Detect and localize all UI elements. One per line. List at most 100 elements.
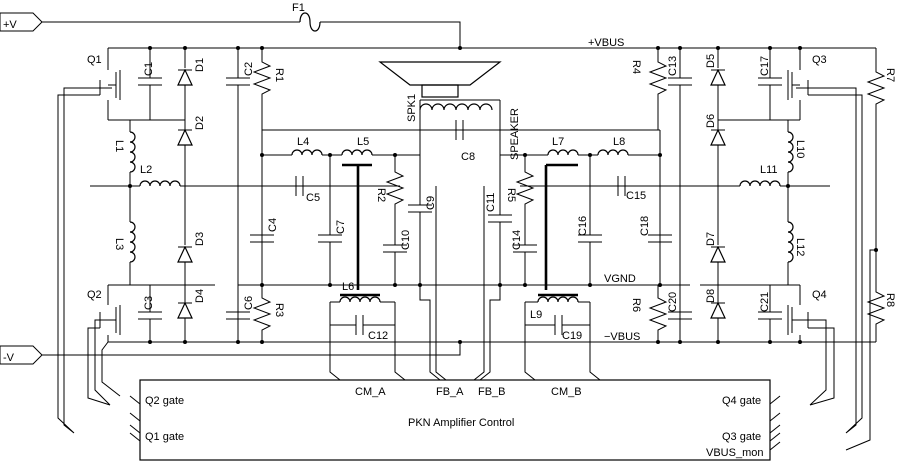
label-c17: C17 xyxy=(759,56,771,76)
pkn-amplifier-control: PKN Amplifier Control CM_A FB_A FB_B CM_… xyxy=(129,379,781,461)
label-l10: L10 xyxy=(794,140,806,158)
capacitor-c15: C15 xyxy=(617,176,646,202)
label-c18: C18 xyxy=(639,216,651,236)
label-c8: C8 xyxy=(461,151,475,163)
pos-bus-rail: +VBUS xyxy=(108,37,876,50)
resistor-r5: R5 xyxy=(505,155,535,220)
pin-q1-gate: Q1 gate xyxy=(145,431,184,443)
label-spk1: SPK1 xyxy=(406,94,418,122)
inductor-l6: L6 xyxy=(330,281,395,303)
neg-supply-port: -V xyxy=(0,345,43,365)
capacitor-c14: C14 xyxy=(511,220,537,285)
resistor-r8: R8 xyxy=(866,250,896,342)
label-d6: D6 xyxy=(705,114,717,128)
inductor-l4: L4 xyxy=(262,136,342,156)
pos-supply-label: +V xyxy=(3,19,17,31)
label-c10: C10 xyxy=(400,230,412,250)
label-q1: Q1 xyxy=(87,54,102,66)
pin-cm-b: CM_B xyxy=(551,386,582,398)
inductor-l3: L3 xyxy=(113,186,136,285)
capacitor-c8: C8 xyxy=(432,120,488,163)
cm-a-wires xyxy=(329,325,406,381)
pos-supply-port: +V xyxy=(0,12,43,32)
label-c2: C2 xyxy=(243,62,255,76)
label-r6: R6 xyxy=(630,298,642,312)
q2-gate-wires xyxy=(87,319,121,406)
label-c7: C7 xyxy=(335,220,347,234)
resistor-r6: R6 xyxy=(630,285,668,342)
label-l7: L7 xyxy=(552,136,564,148)
label-c5: C5 xyxy=(306,192,320,204)
label-r5: R5 xyxy=(505,188,517,202)
capacitor-c9: C9 xyxy=(408,155,437,285)
resistor-r2: R2 xyxy=(375,155,405,220)
label-c12: C12 xyxy=(368,330,388,342)
pin-cm-a: CM_A xyxy=(355,386,386,398)
label-d5: D5 xyxy=(705,54,717,68)
controller-title: PKN Amplifier Control xyxy=(408,417,514,429)
label-pos-bus: +VBUS xyxy=(588,37,624,49)
capacitor-c18: C18 xyxy=(639,216,672,243)
label-r4: R4 xyxy=(630,60,642,74)
label-l12: L12 xyxy=(794,238,806,256)
label-r7: R7 xyxy=(884,68,896,82)
inductor-l2: L2 xyxy=(90,164,400,187)
resistor-r7: R7 xyxy=(866,48,896,250)
pin-q4-gate: Q4 gate xyxy=(722,395,761,407)
label-d2: D2 xyxy=(194,116,206,130)
label-l1: L1 xyxy=(113,140,125,152)
label-c11: C11 xyxy=(485,193,497,212)
label-d7: D7 xyxy=(705,232,717,246)
capacitor-c3: C3 xyxy=(138,285,162,342)
label-l4: L4 xyxy=(297,136,309,148)
inductor-l8: L8 xyxy=(578,136,660,156)
label-c19: C19 xyxy=(562,330,582,342)
label-l6: L6 xyxy=(342,281,354,293)
diode-d3: D3 xyxy=(177,175,206,285)
fb-b-wires xyxy=(473,186,501,381)
label-r2: R2 xyxy=(375,188,387,202)
label-c14: C14 xyxy=(511,230,523,250)
inductor-l5: L5 xyxy=(341,136,420,290)
label-c6: C6 xyxy=(243,296,255,310)
diode-d6: D6 xyxy=(705,114,726,175)
label-l3: L3 xyxy=(113,238,125,250)
label-d4: D4 xyxy=(194,289,206,303)
inductor-l12: L12 xyxy=(787,186,806,285)
label-l9: L9 xyxy=(530,309,542,321)
diode-d5: D5 xyxy=(705,48,726,120)
capacitor-c10: C10 xyxy=(383,220,412,285)
neg-supply-label: -V xyxy=(3,352,15,364)
label-c4: C4 xyxy=(267,218,279,232)
diode-d4: D4 xyxy=(177,285,206,342)
inductor-l1: L1 xyxy=(113,120,136,185)
label-d1: D1 xyxy=(194,58,206,72)
speaker-spk1: SPK1 SPEAKER xyxy=(378,61,521,160)
pin-q2-gate: Q2 gate xyxy=(145,395,184,407)
pin-fb-a: FB_A xyxy=(436,386,464,398)
capacitor-c12: C12 xyxy=(329,302,396,342)
label-l5: L5 xyxy=(357,136,369,148)
label-ground: VGND xyxy=(604,273,636,285)
capacitor-c4: C4 xyxy=(250,218,279,243)
resistor-r4: R4 xyxy=(630,48,668,130)
mosfet-q3: Q3 xyxy=(787,48,827,120)
label-q2: Q2 xyxy=(87,289,102,301)
capacitor-c21: C21 xyxy=(758,285,782,342)
label-c3: C3 xyxy=(143,296,155,310)
diode-d8: D8 xyxy=(705,285,726,342)
capacitor-c13: C13 xyxy=(667,48,692,140)
label-q3: Q3 xyxy=(812,54,827,66)
junction-dots xyxy=(128,46,878,344)
diode-d1: D1 xyxy=(177,48,206,120)
fuse-f1: F1 xyxy=(42,2,461,48)
label-d3: D3 xyxy=(194,232,206,246)
label-q4: Q4 xyxy=(812,289,827,301)
label-c15: C15 xyxy=(626,190,646,202)
label-r8: R8 xyxy=(884,293,896,307)
diode-d7: D7 xyxy=(705,175,726,285)
mosfet-q1: Q1 xyxy=(87,48,121,120)
capacitor-c20: C20 xyxy=(667,292,692,320)
label-l2: L2 xyxy=(140,164,152,176)
